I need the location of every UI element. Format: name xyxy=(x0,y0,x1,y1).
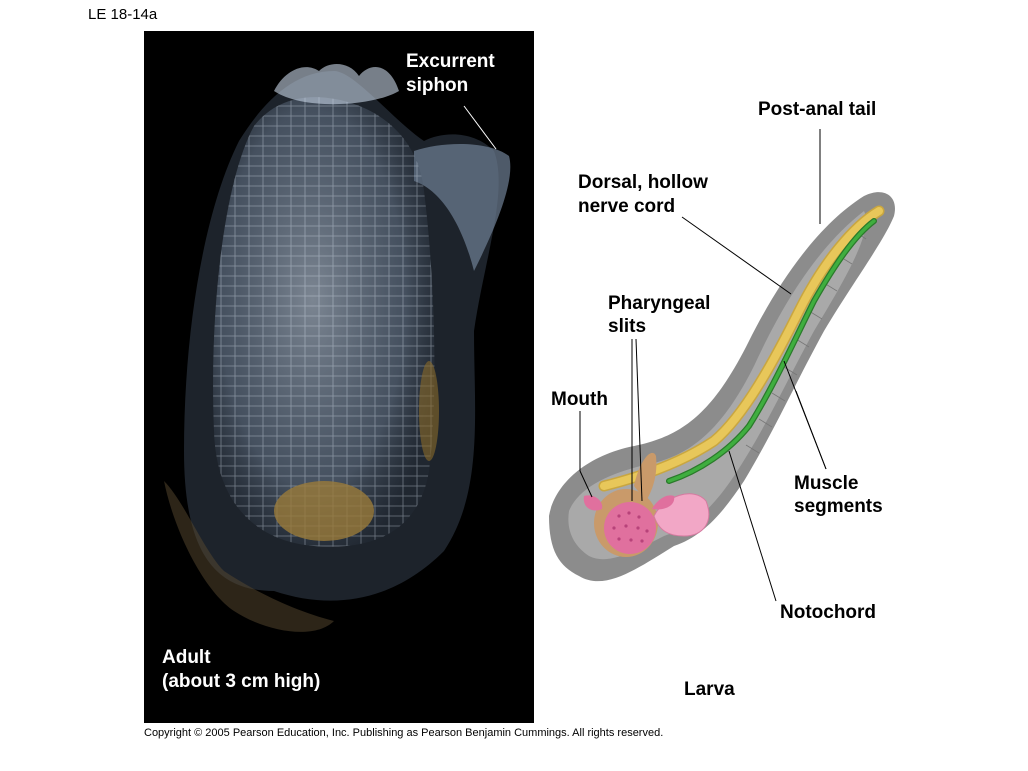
adult-label-line2: (about 3 cm high) xyxy=(162,671,321,692)
pharynx-dots xyxy=(612,511,649,543)
leader-lines xyxy=(579,129,827,602)
larva-diagram xyxy=(549,129,895,602)
nerve-cord-label-line2: nerve cord xyxy=(578,196,676,217)
copyright-notice: Copyright © 2005 Pearson Education, Inc.… xyxy=(144,727,664,739)
atrial-siphon xyxy=(634,452,657,501)
pharyngeal-slits-label-line2: slits xyxy=(608,316,647,337)
adult-tunicate-photo: Excurrent siphon Adult (about 3 cm high) xyxy=(144,31,534,723)
nerve-cord xyxy=(600,207,883,490)
basket-mesh xyxy=(213,97,435,547)
adult-label-line1: Adult xyxy=(162,647,211,668)
muscle-segments-label-line2: segments xyxy=(794,496,883,517)
gut xyxy=(274,481,374,541)
notochord xyxy=(667,219,876,483)
excurrent-siphon-label-line2: siphon xyxy=(406,75,469,96)
tunicate-illustration xyxy=(164,64,511,632)
stomach xyxy=(652,495,675,510)
mouth-label: Mouth xyxy=(551,389,608,410)
sediment xyxy=(164,481,334,632)
pharyngeal-slits-label-line1: Pharyngeal xyxy=(608,293,711,314)
nerve-cord-label-line1: Dorsal, hollow xyxy=(578,172,708,193)
larva-caption: Larva xyxy=(684,679,735,700)
post-anal-tail-label: Post-anal tail xyxy=(758,99,877,120)
pharynx xyxy=(604,502,656,554)
excurrent-siphon-shape xyxy=(414,144,511,271)
figure-id: LE 18-14a xyxy=(88,6,158,23)
mouth-opening xyxy=(583,495,603,511)
gonad xyxy=(419,361,439,461)
excurrent-siphon-label-line1: Excurrent xyxy=(406,51,495,72)
oral-siphon xyxy=(274,64,399,105)
muscle-segments-label-line1: Muscle xyxy=(794,473,859,494)
notochord-label: Notochord xyxy=(780,602,877,623)
